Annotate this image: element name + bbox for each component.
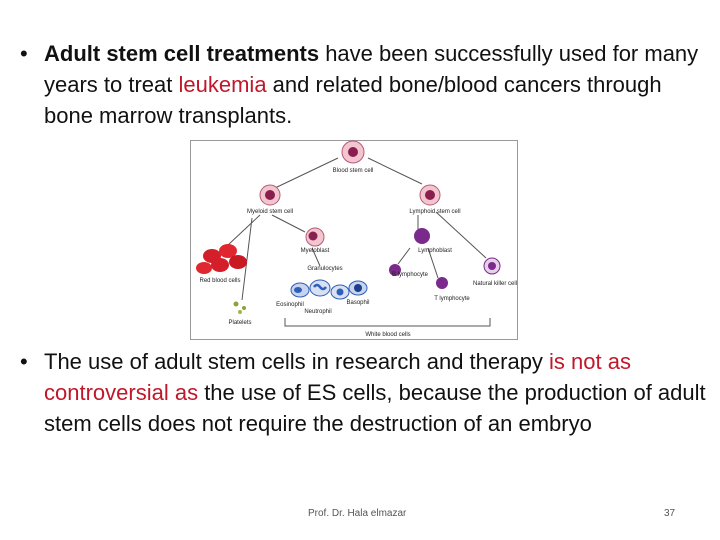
red-blood-cells-icon [196, 244, 247, 274]
platelet-icon [233, 301, 239, 307]
arrow-to-myeloid [274, 157, 339, 189]
label-t-lymphocyte: T lymphocyte [434, 296, 470, 302]
label-basophil: Basophil [346, 300, 369, 306]
label-b-lymphocyte: B lymphocyte [392, 272, 429, 278]
label-granulocytes: Granulocytes [307, 266, 342, 272]
platelets-icon [233, 301, 246, 314]
bullet-marker: • [20, 41, 28, 66]
nucleus-icon [425, 190, 435, 200]
text-part: have been successfully used for many yea… [44, 41, 699, 97]
red-cell-icon [196, 262, 212, 274]
text-part: the use of ES cells, because the product… [44, 380, 706, 436]
label-myeloid: Myeloid stem cell [247, 209, 293, 215]
label-blood-stem-cell: Blood stem cell [333, 168, 374, 174]
red-cell-icon [229, 255, 247, 269]
nucleus-icon [336, 288, 344, 296]
arrow-to-nk [435, 211, 487, 259]
arrows [227, 157, 491, 327]
highlight-leukemia: leukemia [178, 72, 267, 97]
nucleus-icon [348, 147, 358, 157]
bullet-adult-stem-cell-treatments: • Adult stem cell treatments have been s… [20, 38, 710, 131]
label-platelets: Platelets [228, 320, 251, 326]
red-cell-icon [219, 244, 237, 258]
arrow-to-platelets [241, 217, 253, 301]
white-cells-bracket [284, 318, 491, 327]
text-part: The use of adult stem cells in research … [44, 349, 550, 374]
t-lymphocyte-icon [436, 277, 448, 289]
granulocyte-cells [290, 279, 368, 300]
arrow-to-red-cells [227, 214, 261, 246]
text-part: and related bone/blood cancers through b… [44, 72, 662, 128]
bullet-text: The use of adult stem cells in research … [44, 346, 710, 439]
red-cell-icon [211, 258, 229, 272]
label-eosinophil: Eosinophil [276, 302, 304, 308]
label-myeloblast: Myeloblast [301, 248, 330, 254]
arrow-to-granulocytes [311, 247, 321, 267]
label-white-blood-cells: White blood cells [365, 332, 410, 338]
hematopoiesis-diagram: Blood stem cell Myeloid stem cell Lympho… [190, 140, 518, 340]
arrow-to-b [397, 247, 411, 265]
footer-author: Prof. Dr. Hala elmazar [308, 508, 407, 519]
nucleus-icon [354, 284, 362, 292]
label-lymphoid: Lymphoid stem cell [409, 209, 460, 215]
arrow-to-t [427, 247, 439, 279]
label-red-blood-cells: Red blood cells [199, 278, 240, 284]
bullet-marker: • [20, 349, 28, 374]
arrow-to-myeloblast [271, 214, 306, 233]
nucleus-icon [294, 287, 302, 293]
platelet-icon [238, 310, 242, 314]
nucleus-icon [488, 262, 496, 270]
label-neutrophil: Neutrophil [304, 309, 331, 315]
platelet-icon [242, 306, 246, 310]
label-lymphoblast: Lymphoblast [418, 248, 452, 254]
page-number: 37 [664, 508, 676, 519]
nucleus-icon [308, 231, 318, 241]
bullet-text: Adult stem cell treatments have been suc… [44, 38, 710, 131]
arrow-to-lymphoid [367, 157, 423, 185]
b-lymphocyte-icon [389, 264, 401, 276]
label-natural-killer: Natural killer cell [473, 281, 517, 287]
highlight-not-controversial: is not as controversial as [44, 349, 631, 405]
bold-phrase: Adult stem cell treatments [44, 41, 320, 66]
nucleus-icon [265, 190, 275, 200]
bullet-adult-stem-cells-research: • The use of adult stem cells in researc… [20, 346, 710, 439]
lymphoblast-icon [414, 228, 430, 244]
nucleus-icon [313, 283, 327, 291]
